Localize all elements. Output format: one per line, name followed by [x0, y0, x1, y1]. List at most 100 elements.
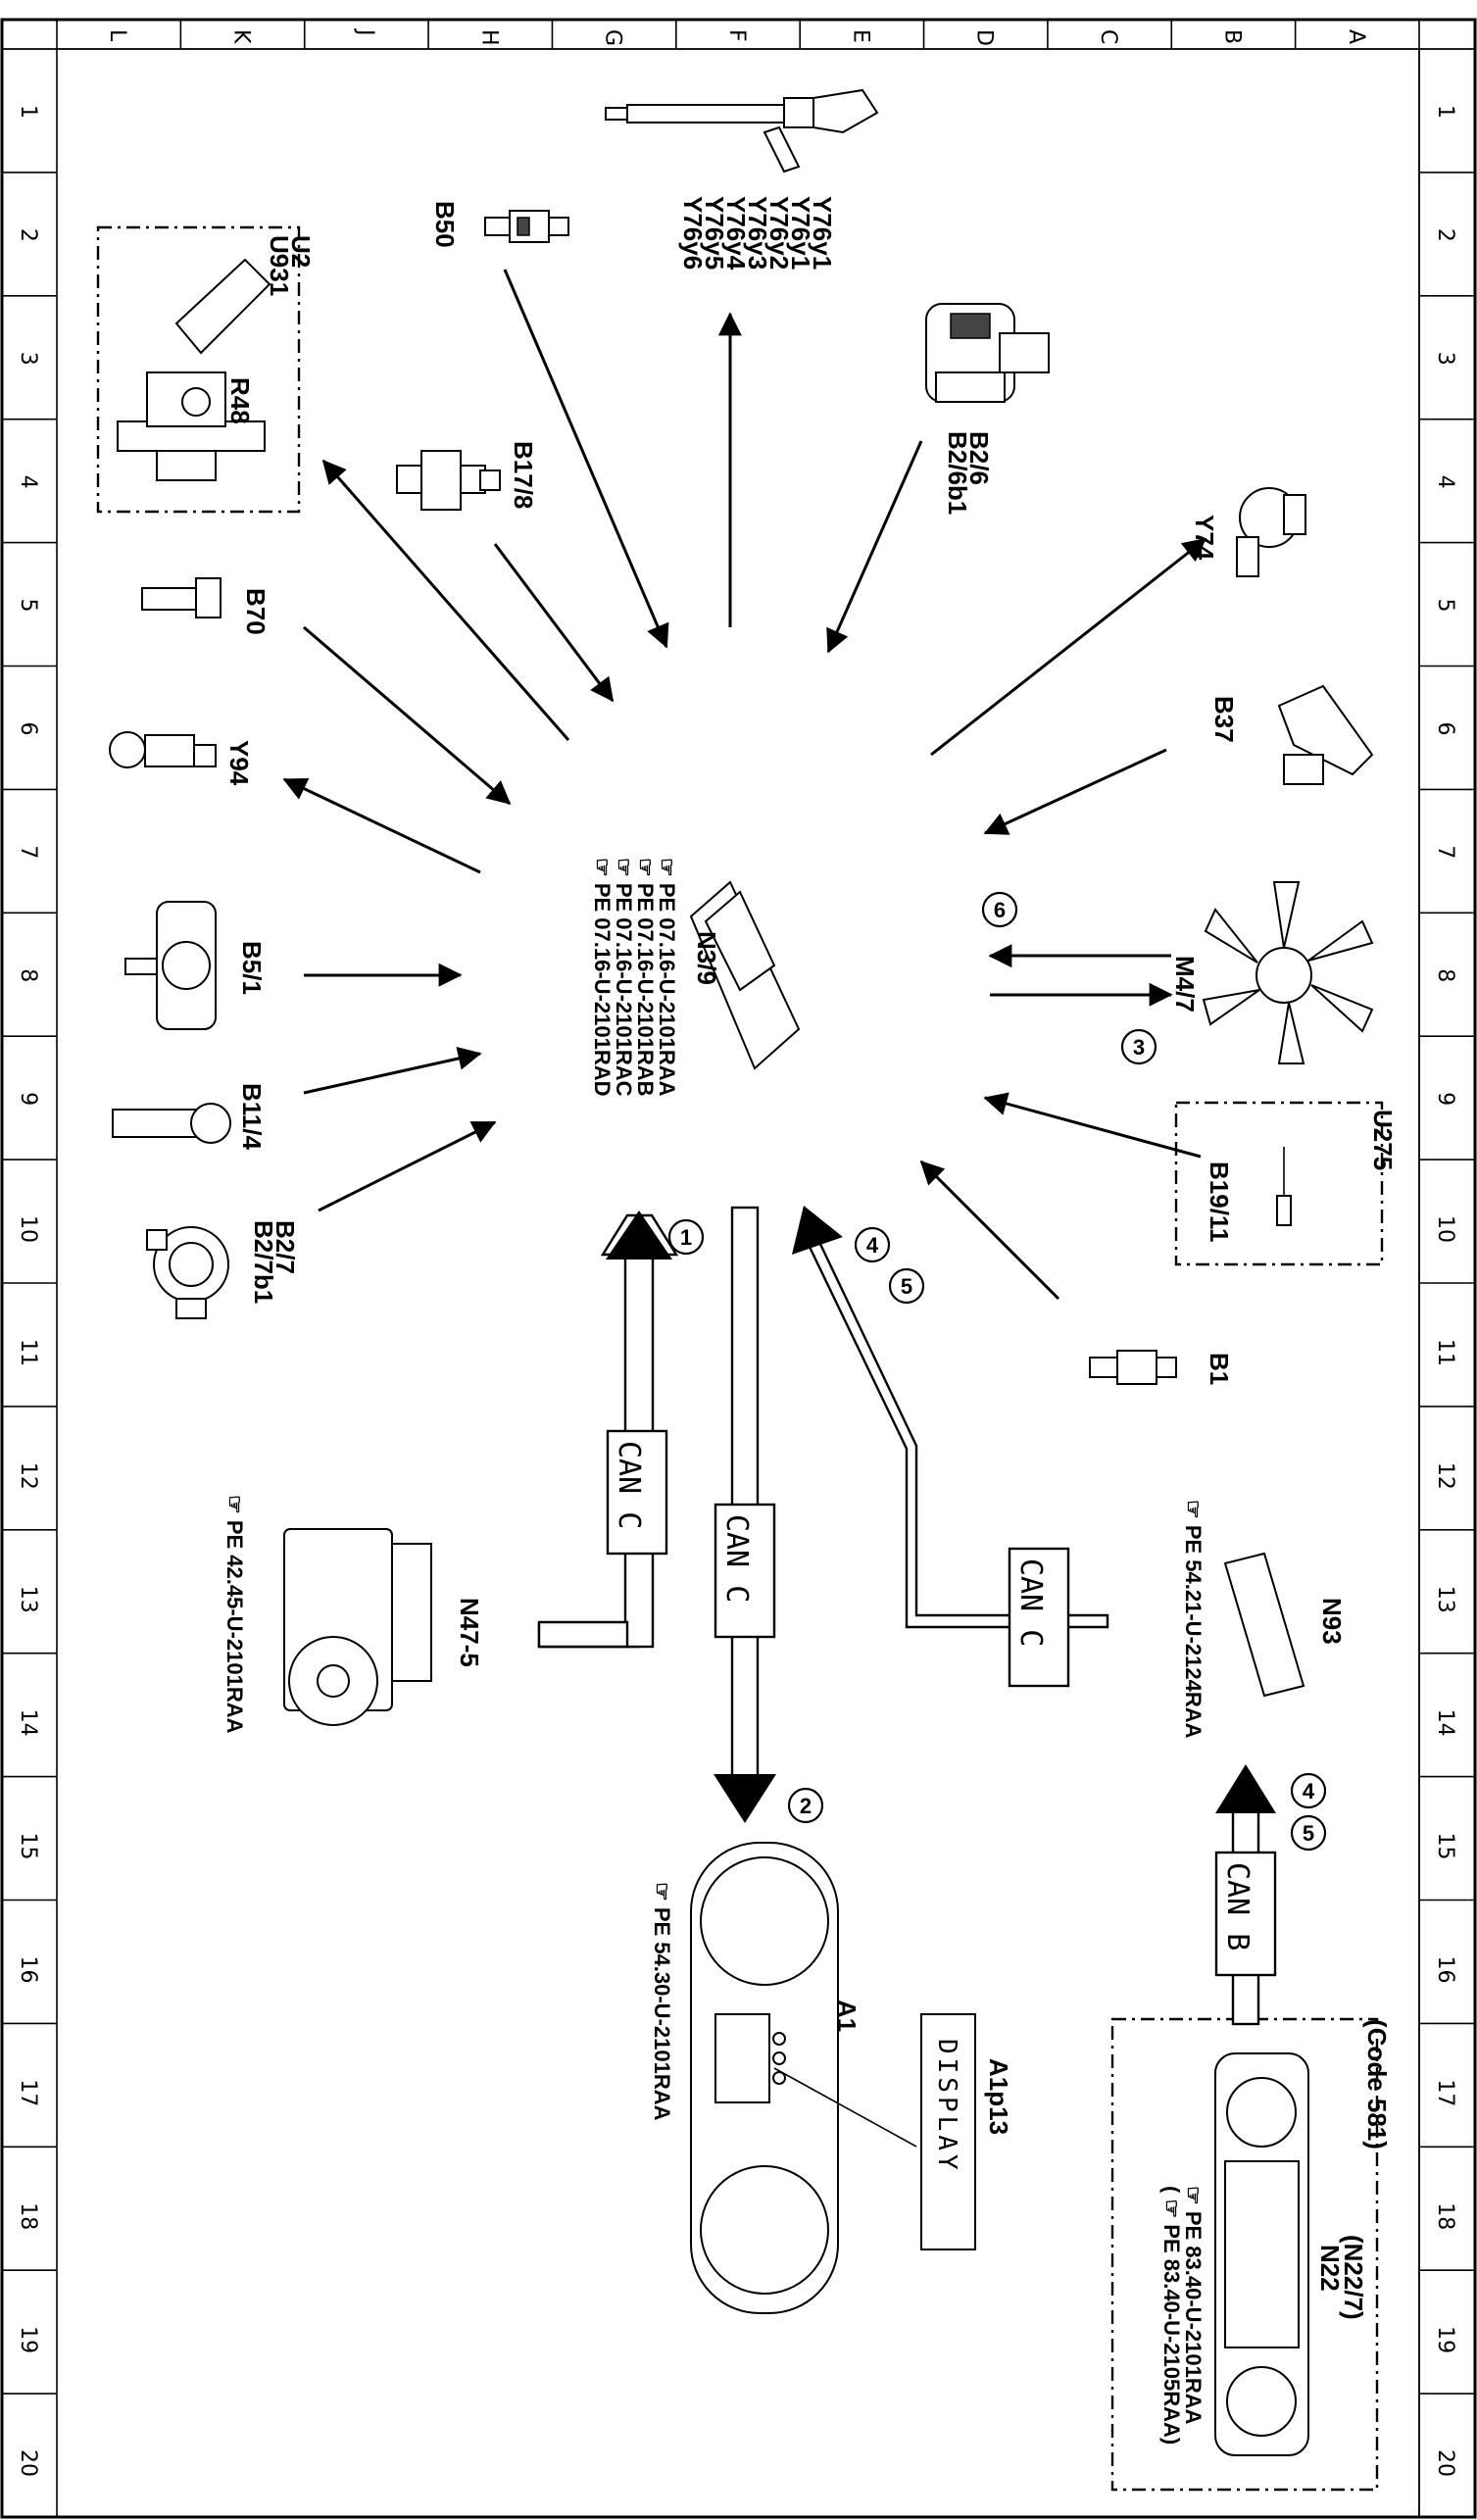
label-b2-7b1: B2/7b1	[249, 1220, 278, 1304]
a1p13-leader	[773, 2067, 917, 2148]
can-c-bus-2-arrowhead	[714, 1774, 776, 1823]
row-label: 5	[1433, 599, 1457, 613]
can-c-label-box-2	[714, 1503, 776, 1639]
label-y74: Y74	[1190, 515, 1219, 561]
can-c-label-box-3	[1008, 1547, 1070, 1688]
marker-3: 3	[1120, 1028, 1157, 1065]
sensor-b70-icon	[141, 577, 222, 618]
ref-a1: ☞ PE 54.30-U-2101RAA	[650, 1882, 674, 2121]
sensor-b2-7-icon	[146, 1226, 229, 1319]
label-a1p13: A1p13	[984, 2058, 1013, 2135]
ref-n22-a: ☞ PE 83.40-U-2101RAA	[1181, 2186, 1206, 2425]
svg-text:☞ PE 07.16-U-2101RAA: ☞ PE 07.16-U-2101RAA	[655, 858, 679, 1097]
label-b50: B50	[430, 201, 460, 248]
marker-5-can-b: 5	[1290, 1814, 1327, 1852]
svg-text:4: 4	[1303, 1779, 1315, 1804]
label-y76-list: Y76y1 Y76y2 Y76y3 Y76y4 Y76y5 Y76y6	[678, 196, 815, 271]
box-n22	[1110, 2017, 1379, 2492]
row-label: 15	[1433, 1833, 1457, 1860]
svg-text:2: 2	[800, 1794, 812, 1818]
label-n3-9: N3/9	[692, 931, 721, 985]
svg-text:5: 5	[901, 1274, 912, 1299]
label-b11-4: B11/4	[237, 1083, 267, 1150]
column-label: E	[848, 29, 872, 43]
marker-1: 1	[667, 1218, 705, 1256]
fan-m4-7-icon	[1202, 881, 1374, 1064]
row-label: 1	[1433, 105, 1457, 119]
can-c-label-2: CAN C	[719, 1514, 754, 1603]
row-label: 10	[1433, 1215, 1457, 1243]
injector-y76-icon	[605, 88, 879, 173]
row-label: 2	[1433, 228, 1457, 242]
ref-n47-5: ☞ PE 42.45-U-2101RAA	[222, 1495, 247, 1734]
column-label: C	[1096, 29, 1120, 44]
label-code-581: (Code 581)	[1362, 2019, 1392, 2149]
ref-n22-b: ( ☞ PE 83.40-U-2105RAA)	[1159, 2186, 1184, 2445]
marker-4-can-b: 4	[1290, 1772, 1327, 1809]
label-b5-1: B5/1	[237, 941, 267, 995]
row-label: 7	[1433, 845, 1457, 859]
signal-arrows	[282, 269, 1207, 1301]
row-label: 11	[1433, 1339, 1457, 1366]
label-n47-5: N47-5	[455, 1598, 484, 1667]
svg-text:Y76y4: Y76y4	[721, 196, 751, 271]
ref-n93: ☞ PE 54.21-U-2124RAA	[1181, 1500, 1206, 1739]
label-y76: Y76y1	[808, 196, 837, 270]
column-label: J	[353, 27, 377, 36]
label-r48: R48	[225, 377, 255, 424]
n3-9-references: ☞ PE 07.16-U-2101RAA ☞ PE 07.16-U-2101RA…	[590, 858, 679, 1097]
airmass-sensor-b2-6-icon	[925, 303, 1050, 403]
column-label: G	[601, 29, 625, 46]
marker-5-can-c: 5	[888, 1267, 925, 1305]
marker-6: 6	[981, 891, 1018, 928]
marker-2: 2	[787, 1787, 824, 1824]
svg-text:1: 1	[680, 1225, 692, 1250]
row-label: 6	[1433, 721, 1457, 735]
svg-text:☞ PE 07.16-U-2101RAC: ☞ PE 07.16-U-2101RAC	[612, 858, 636, 1097]
row-label: 2	[16, 228, 40, 242]
row-label: 16	[16, 1955, 40, 1983]
module-n93-icon	[1223, 1552, 1305, 1698]
label-b2-6b1: B2/6b1	[943, 431, 972, 515]
sensor-b1-icon	[1089, 1350, 1177, 1385]
thermostat-r48-icon	[117, 258, 271, 481]
row-label: 6	[16, 721, 40, 735]
row-label: 1	[16, 105, 40, 119]
svg-text:4: 4	[866, 1233, 879, 1258]
svg-text:☞ PE 07.16-U-2101RAD: ☞ PE 07.16-U-2101RAD	[590, 858, 615, 1097]
row-label: 14	[16, 1709, 40, 1737]
row-label: 7	[16, 845, 40, 859]
box-u2	[96, 225, 301, 514]
sensor-b17-8-icon	[396, 450, 501, 511]
label-u931: U931	[265, 235, 294, 296]
label-u275: U275	[1368, 1110, 1398, 1170]
label-b37: B37	[1209, 696, 1239, 743]
column-label: A	[1344, 29, 1368, 44]
abs-unit-n47-5-icon	[283, 1528, 432, 1726]
label-b2-6: B2/6	[964, 431, 994, 485]
row-label: 3	[16, 352, 40, 366]
display-a1p13-box	[920, 2013, 976, 2250]
valve-y74-icon	[1236, 487, 1306, 577]
svg-text:3: 3	[1133, 1035, 1145, 1060]
valve-y94-icon	[109, 731, 217, 768]
svg-text:Y76y6: Y76y6	[678, 196, 708, 270]
can-b-label-box	[1214, 1851, 1277, 1977]
label-m4-7: M4/7	[1170, 956, 1200, 1013]
row-label: 18	[1433, 2202, 1457, 2230]
column-label: D	[972, 29, 997, 46]
column-label: L	[105, 29, 129, 42]
row-label: 4	[16, 475, 40, 489]
marker-4-can-c: 4	[854, 1226, 891, 1263]
column-label: K	[229, 29, 254, 44]
can-c-label-3: CAN C	[1013, 1558, 1048, 1647]
label-n22-7: (N22/7)	[1339, 2235, 1368, 2320]
label-b19-11: B19/11	[1205, 1161, 1234, 1242]
box-u275	[1174, 1101, 1384, 1266]
row-label: 18	[16, 2202, 40, 2230]
svg-text:6: 6	[994, 898, 1006, 922]
row-label: 4	[1433, 475, 1457, 489]
row-label: 9	[1433, 1092, 1457, 1106]
row-label: 20	[16, 2449, 40, 2477]
label-b70: B70	[241, 588, 271, 635]
